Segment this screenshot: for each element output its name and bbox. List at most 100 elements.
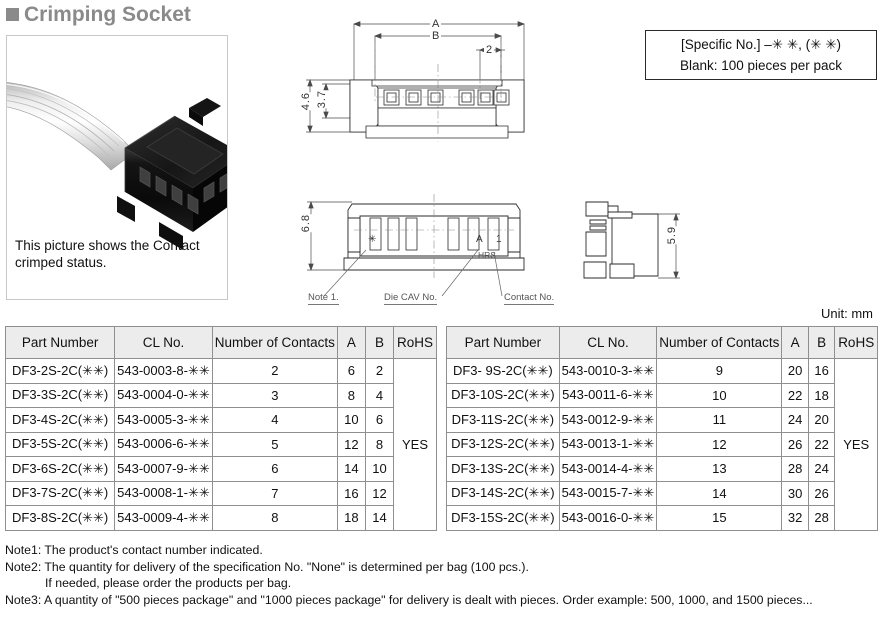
cell-part-number: DF3-7S-2C(✳✳): [4, 480, 116, 506]
dim-a-label: A: [430, 18, 442, 30]
cell-part-number: DF3-6S-2C(✳✳): [4, 456, 116, 482]
dim-pitch-label: 2: [484, 44, 495, 56]
table-row: DF3-8S-2C(✳✳) 543-0009-4-✳✳ 8 18 14: [4, 505, 437, 531]
cell-b: 20: [807, 407, 836, 433]
table-header-row: Part Number CL No. Number of Contacts A …: [4, 326, 437, 359]
cell-part-number: DF3-2S-2C(✳✳): [4, 358, 116, 384]
table-header-row: Part Number CL No. Number of Contacts A …: [446, 326, 878, 359]
cell-b: 28: [807, 505, 836, 531]
page-title: Crimping Socket: [6, 4, 191, 25]
notes-section: Note1: The product's contact number indi…: [5, 542, 880, 608]
table-row: DF3-7S-2C(✳✳) 543-0008-1-✳✳ 7 16 12: [4, 480, 437, 506]
table-row: DF3-3S-2C(✳✳) 543-0004-0-✳✳ 3 8 4: [4, 382, 437, 408]
cell-contacts: 3: [211, 382, 338, 408]
dim-height-inner-label: 3.7: [314, 90, 330, 109]
cell-a: 30: [781, 480, 809, 506]
table-body-right: DF3- 9S-2C(✳✳) 543-0010-3-✳✳ 9 20 16 YES…: [446, 358, 878, 531]
spec-line-2: Blank: 100 pieces per pack: [679, 58, 843, 73]
cell-cl-no: 543-0011-6-✳✳: [558, 382, 658, 408]
cell-cl-no: 543-0004-0-✳✳: [114, 382, 213, 408]
cell-contacts: 9: [656, 358, 783, 384]
cell-contacts: 12: [656, 431, 783, 457]
parts-table-left: Part Number CL No. Number of Contacts A …: [4, 326, 437, 531]
cell-cl-no: 543-0010-3-✳✳: [558, 358, 658, 384]
cell-a: 14: [336, 456, 366, 482]
cell-a: 20: [781, 358, 809, 384]
note-2: Note2: The quantity for delivery of the …: [5, 559, 529, 574]
cell-cl-no: 543-0006-6-✳✳: [114, 431, 213, 457]
cell-contacts: 15: [656, 505, 783, 531]
crimped-contact-photo: [7, 82, 227, 250]
contact-no-mark: 1: [496, 234, 502, 245]
hrs-logo-text: HRS: [478, 250, 496, 260]
table-row: DF3-4S-2C(✳✳) 543-0005-3-✳✳ 4 10 6: [4, 407, 437, 433]
cell-cl-no: 543-0008-1-✳✳: [114, 480, 213, 506]
cell-a: 22: [781, 382, 809, 408]
cell-part-number: DF3-15S-2C(✳✳): [446, 505, 560, 531]
callout-die-cav-no: Die CAV No.: [384, 292, 438, 305]
header-part-number: Part Number: [4, 326, 116, 359]
cell-b: 8: [364, 431, 395, 457]
cell-part-number: DF3- 9S-2C(✳✳): [446, 358, 560, 384]
cell-cl-no: 543-0003-8-✳✳: [114, 358, 213, 384]
cell-a: 28: [781, 456, 809, 482]
note-mark-asterisk: ✳: [368, 234, 377, 245]
product-photo-panel: This picture shows the Contact crimped s…: [6, 35, 228, 300]
cell-b: 16: [807, 358, 836, 384]
cell-a: 24: [781, 407, 809, 433]
specific-no-box: [Specific No.] –✳ ✳, (✳ ✳) Blank: 100 pi…: [645, 30, 877, 80]
cell-rohs: YES: [393, 358, 437, 531]
table-row: DF3-11S-2C(✳✳) 543-0012-9-✳✳ 11 24 20: [446, 407, 878, 433]
cell-b: 6: [364, 407, 395, 433]
cell-b: 26: [807, 480, 836, 506]
cell-b: 2: [364, 358, 395, 384]
cell-contacts: 6: [211, 456, 338, 482]
callout-note-1: Note 1.: [308, 292, 339, 305]
cell-contacts: 5: [211, 431, 338, 457]
cell-cl-no: 543-0016-0-✳✳: [558, 505, 658, 531]
cell-cl-no: 543-0005-3-✳✳: [114, 407, 213, 433]
header-a: A: [781, 326, 809, 359]
title-bullet-icon: [6, 8, 19, 21]
cell-b: 4: [364, 382, 395, 408]
table-row: DF3-6S-2C(✳✳) 543-0007-9-✳✳ 6 14 10: [4, 456, 437, 482]
cell-part-number: DF3-3S-2C(✳✳): [4, 382, 116, 408]
dim-height-outer-label: 4.6: [298, 92, 314, 111]
dim-side-height-label: 6.8: [298, 214, 314, 233]
unit-note: Unit: mm: [821, 306, 873, 321]
cell-part-number: DF3-11S-2C(✳✳): [446, 407, 560, 433]
cell-contacts: 4: [211, 407, 338, 433]
side-view-drawing: 6.8 ✳ A 1 HRS Note 1. Die CAV No. Contac…: [288, 186, 560, 311]
die-cav-mark: A: [476, 234, 483, 245]
table-body-left: DF3-2S-2C(✳✳) 543-0003-8-✳✳ 2 6 2 YES DF…: [4, 358, 437, 531]
header-a: A: [336, 326, 366, 359]
table-row: DF3-12S-2C(✳✳) 543-0013-1-✳✳ 12 26 22: [446, 431, 878, 457]
cell-contacts: 11: [656, 407, 783, 433]
cell-a: 6: [336, 358, 366, 384]
cell-rohs: YES: [834, 358, 878, 531]
cell-part-number: DF3-5S-2C(✳✳): [4, 431, 116, 457]
cell-cl-no: 543-0013-1-✳✳: [558, 431, 658, 457]
cell-part-number: DF3-13S-2C(✳✳): [446, 456, 560, 482]
note-2-continued: If needed, please order the products per…: [45, 576, 292, 590]
cell-cl-no: 543-0014-4-✳✳: [558, 456, 658, 482]
cell-a: 26: [781, 431, 809, 457]
cell-contacts: 2: [211, 358, 338, 384]
cell-a: 18: [336, 505, 366, 531]
cell-contacts: 7: [211, 480, 338, 506]
cell-contacts: 14: [656, 480, 783, 506]
cell-a: 16: [336, 480, 366, 506]
header-rohs: RoHS: [834, 326, 878, 359]
table-row: DF3-14S-2C(✳✳) 543-0015-7-✳✳ 14 30 26: [446, 480, 878, 506]
cell-b: 22: [807, 431, 836, 457]
page-title-text: Crimping Socket: [24, 3, 191, 26]
cell-b: 14: [364, 505, 395, 531]
header-b: B: [364, 326, 395, 359]
cell-part-number: DF3-4S-2C(✳✳): [4, 407, 116, 433]
table-row: DF3-5S-2C(✳✳) 543-0006-6-✳✳ 5 12 8: [4, 431, 437, 457]
cell-a: 12: [336, 431, 366, 457]
photo-caption: This picture shows the Contact crimped s…: [15, 238, 200, 270]
header-b: B: [807, 326, 836, 359]
header-cl-no: CL No.: [114, 326, 213, 359]
cell-cl-no: 543-0009-4-✳✳: [114, 505, 213, 531]
